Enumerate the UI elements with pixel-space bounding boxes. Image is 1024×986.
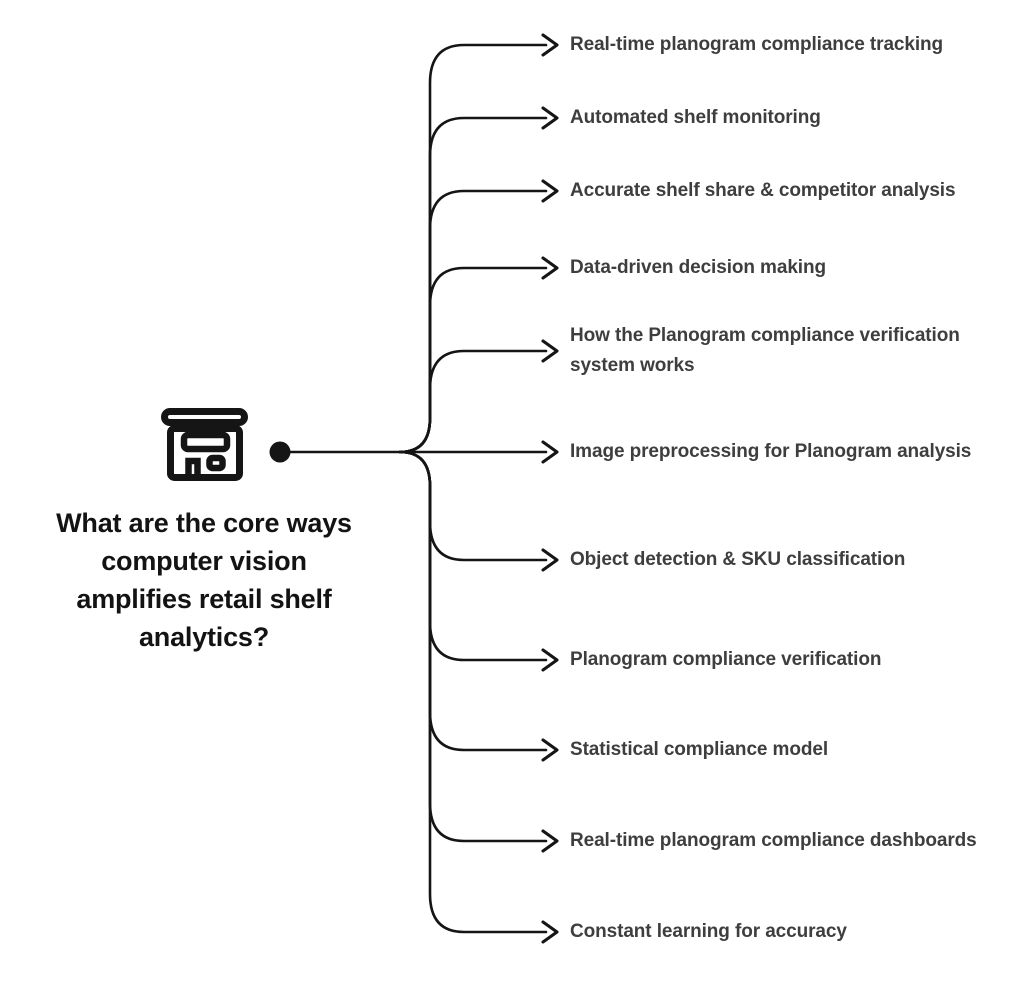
branch-edge (398, 349, 548, 454)
branch-label: Image preprocessing for Planogram analys… (570, 441, 972, 462)
arrow-icon (541, 106, 559, 130)
arrow-icon (541, 829, 559, 853)
hub-dot (269, 441, 291, 463)
arrow-icon (541, 738, 559, 762)
branch-label: Planogram compliance verification (570, 649, 882, 670)
storefront-icon (161, 408, 248, 481)
central-question: What are the core ways computer vision a… (56, 508, 352, 652)
storefront-window (180, 431, 231, 453)
branch-label: How the Planogram compliance verificatio… (570, 325, 960, 376)
branch-label: Statistical compliance model (570, 739, 829, 760)
branch-edge (398, 116, 548, 454)
branch-label: Accurate shelf share & competitor analys… (570, 180, 956, 201)
arrow-icon (541, 256, 559, 280)
storefront-small-window (206, 454, 226, 472)
arrow-icon (541, 33, 559, 57)
branch-edge (398, 450, 548, 843)
arrow-icon (541, 339, 559, 363)
branch-label: Real-time planogram compliance tracking (570, 34, 944, 55)
arrow-icon (541, 920, 559, 944)
branch-edge (398, 43, 548, 454)
branch-edges (288, 33, 559, 944)
branch-label: Data-driven decision making (570, 257, 826, 278)
arrow-icon (541, 648, 559, 672)
storefront-awning (161, 408, 248, 426)
branch-label: Automated shelf monitoring (570, 107, 821, 128)
storefront-door (185, 457, 201, 481)
arrow-icon (541, 179, 559, 203)
branch-edge (398, 189, 548, 454)
branch-label: Constant learning for accuracy (570, 921, 847, 942)
branch-edge (398, 450, 548, 752)
storefront-body (167, 425, 243, 481)
branch-label: Object detection & SKU classification (570, 549, 906, 570)
branch-edge (398, 450, 548, 662)
arrow-icon (541, 548, 559, 572)
arrow-icon (541, 440, 559, 464)
branch-edge (398, 450, 548, 934)
branch-edge (398, 450, 548, 562)
branch-edge (398, 266, 548, 454)
branch-label: Real-time planogram compliance dashboard… (570, 830, 977, 851)
